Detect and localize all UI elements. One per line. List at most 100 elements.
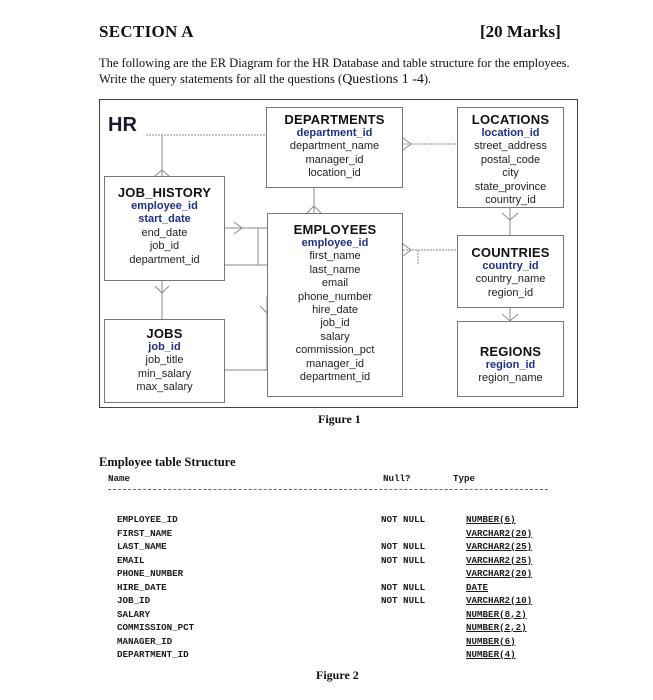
cell-null: NOT NULL [381, 581, 426, 593]
primary-key: employee_id [301, 237, 369, 249]
table-row: FIRST_NAME VARCHAR2(20) [0, 527, 653, 540]
entity-name: DEPARTMENTS [284, 112, 385, 127]
attribute: region_name [478, 372, 543, 385]
table-row: JOB_ID NOT NULL VARCHAR2(10) [0, 594, 653, 607]
cell-name: COMMISSION_PCT [117, 622, 195, 633]
table-row: EMPLOYEE_ID NOT NULL NUMBER(6) [0, 513, 653, 526]
entity-name: LOCATIONS [471, 112, 550, 127]
attribute: country_name [475, 273, 546, 286]
cell-name: LAST_NAME [117, 541, 167, 552]
table-row: HIRE_DATE NOT NULL DATE [0, 581, 653, 594]
attribute: last_name [309, 263, 361, 276]
marks-label: [20 Marks] [480, 22, 561, 41]
cell-name: EMPLOYEE_ID [117, 514, 178, 525]
attribute: first_name [309, 250, 361, 263]
intro-line-1: The following are the ER Diagram for the… [99, 56, 570, 70]
entity-job-history: JOB_HISTORY employee_id start_date end_d… [104, 176, 225, 281]
attribute: max_salary [136, 381, 193, 394]
primary-key: start_date [138, 213, 191, 226]
cell-null: NOT NULL [381, 514, 426, 525]
cell-type: NUMBER(4) [466, 649, 516, 660]
attribute: phone_number [297, 290, 372, 303]
attribute: manager_id [305, 357, 365, 370]
cell-type: VARCHAR2(10) [466, 595, 533, 606]
cell-type: NUMBER(2,2) [466, 622, 527, 633]
attribute: email [321, 277, 349, 290]
cell-name: HIRE_DATE [117, 581, 167, 593]
cell-null: NOT NULL [381, 554, 426, 566]
figure-2-caption: Figure 2 [316, 668, 359, 682]
table-title: Employee table Structure [99, 455, 236, 469]
attribute: job_title [145, 354, 184, 367]
table-row: PHONE_NUMBER VARCHAR2(20) [0, 567, 653, 580]
cell-name: DEPARTMENT_ID [117, 649, 189, 660]
cell-name: FIRST_NAME [117, 527, 173, 539]
attribute: job_id [149, 240, 180, 253]
attribute: hire_date [312, 304, 358, 317]
table-row: LAST_NAME NOT NULL VARCHAR2(25) [0, 540, 653, 553]
attribute: commission_pct [295, 344, 375, 357]
attribute: min_salary [137, 367, 192, 380]
attribute: salary [320, 330, 350, 343]
cell-type: NUMBER(6) [466, 635, 516, 647]
attribute: department_name [289, 140, 380, 153]
primary-key: location_id [481, 127, 540, 139]
primary-key: department_id [296, 127, 373, 139]
attribute: department_id [129, 253, 200, 266]
cell-name: JOB_ID [117, 595, 151, 606]
entity-name: JOB_HISTORY [117, 185, 212, 200]
attribute: postal_code [480, 153, 541, 166]
diagram-label: HR [108, 114, 137, 136]
cell-name: MANAGER_ID [117, 635, 173, 647]
entity-name: EMPLOYEES [293, 222, 377, 237]
entity-countries: COUNTRIES country_id country_name region… [457, 235, 564, 308]
intro-text: The following are the ER Diagram for the… [99, 55, 589, 88]
entity-name: COUNTRIES [471, 245, 550, 260]
column-header-name: Name [108, 473, 131, 484]
attribute: end_date [141, 226, 188, 239]
section-title: SECTION A [99, 22, 194, 41]
attribute: department_id [299, 371, 371, 384]
cell-null: NOT NULL [381, 595, 426, 606]
cell-name: PHONE_NUMBER [117, 568, 184, 579]
attribute: city [502, 167, 519, 180]
figure-1-caption: Figure 1 [318, 412, 361, 426]
cell-type: VARCHAR2(25) [466, 541, 533, 552]
table-row: COMMISSION_PCT NUMBER(2,2) [0, 621, 653, 634]
attribute: job_id [320, 317, 350, 330]
cell-type: DATE [466, 581, 489, 593]
table-row: SALARY NUMBER(8,2) [0, 608, 653, 621]
intro-line-2a: Write the query statements for all the q… [99, 72, 343, 86]
attribute: street_address [474, 140, 547, 153]
cell-type: VARCHAR2(25) [466, 554, 533, 566]
primary-key: employee_id [131, 200, 198, 212]
cell-type: NUMBER(6) [466, 514, 516, 525]
entity-regions: REGIONS region_id region_name [457, 321, 564, 397]
entity-departments: DEPARTMENTS department_id department_nam… [266, 107, 403, 188]
intro-questions: Questions 1 -4 [342, 72, 424, 87]
primary-key: region_id [485, 359, 536, 371]
attribute: location_id [308, 167, 361, 180]
entity-jobs: JOBS job_id job_title min_salary max_sal… [104, 319, 225, 403]
primary-key: country_id [482, 260, 539, 272]
er-diagram: HR DEPARTMENTS department_id department_… [99, 99, 578, 408]
entity-name: REGIONS [479, 344, 542, 359]
cell-type: NUMBER(8,2) [466, 608, 527, 620]
cell-null: NOT NULL [381, 541, 426, 552]
attribute: manager_id [305, 153, 364, 166]
table-row: MANAGER_ID NUMBER(6) [0, 635, 653, 648]
column-header-type: Type [453, 473, 476, 484]
entity-locations: LOCATIONS location_id street_address pos… [457, 107, 564, 208]
entity-employees: EMPLOYEES employee_id first_name last_na… [267, 213, 403, 397]
column-header-null: Null? [383, 473, 411, 484]
primary-key: job_id [148, 341, 181, 353]
entity-name: JOBS [146, 326, 183, 341]
attribute: region_id [487, 286, 534, 299]
cell-type: VARCHAR2(20) [466, 568, 533, 579]
cell-type: VARCHAR2(20) [466, 527, 533, 539]
attribute: state_province [474, 180, 547, 193]
table-row: DEPARTMENT_ID NUMBER(4) [0, 648, 653, 661]
cell-name: SALARY [117, 608, 151, 620]
header-divider [108, 489, 548, 490]
